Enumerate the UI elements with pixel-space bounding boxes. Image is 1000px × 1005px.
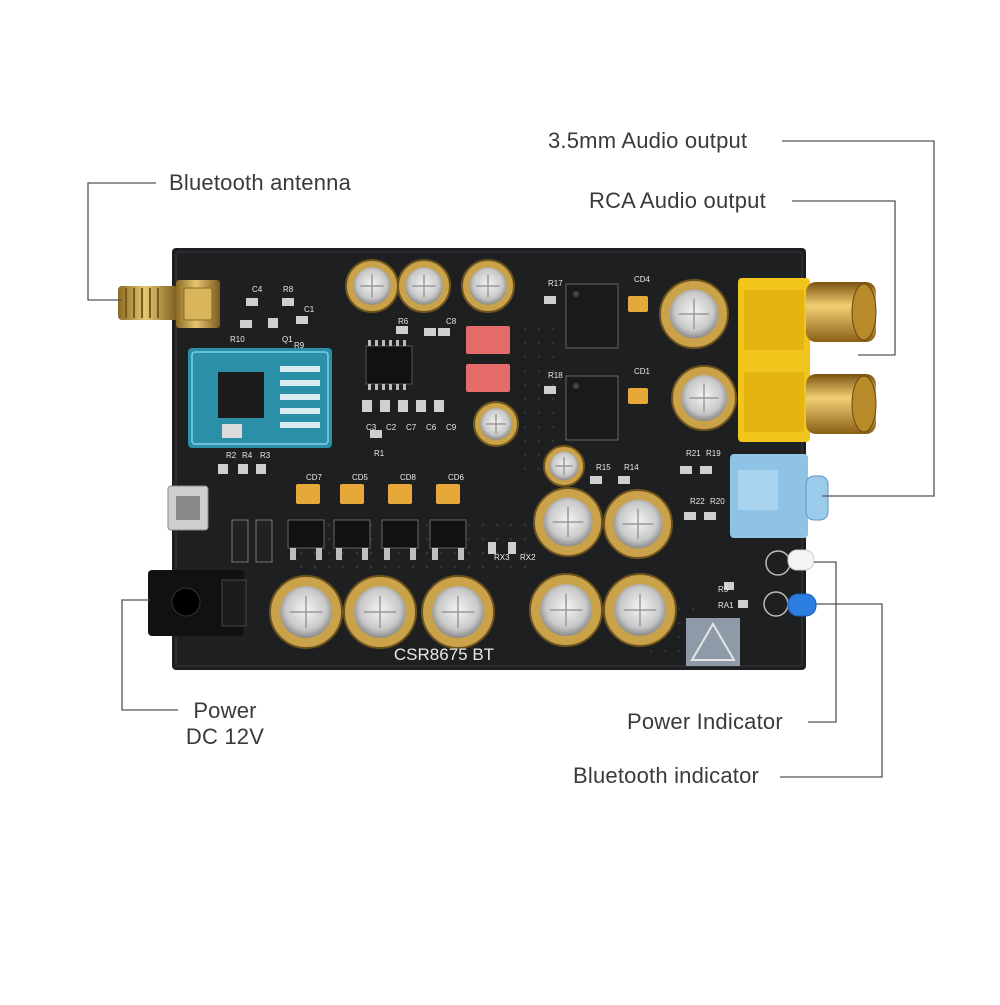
sma-antenna-connector <box>118 280 220 328</box>
silkscreen-label: C6 <box>426 423 437 432</box>
silkscreen-label: R4 <box>242 451 253 460</box>
dsp-chip <box>365 340 413 390</box>
callout-power-line2: DC 12V <box>185 724 265 749</box>
electrolytic-capacitor <box>473 401 519 447</box>
silkscreen-label: C4 <box>252 285 263 294</box>
callout-power-line1: Power <box>193 698 257 723</box>
electrolytic-capacitor <box>345 259 399 313</box>
silkscreen-label: R10 <box>230 335 245 344</box>
silkscreen-label: R19 <box>706 449 721 458</box>
silkscreen-label: C7 <box>406 423 417 432</box>
silkscreen-label: R3 <box>260 451 271 460</box>
silkscreen-label: CD6 <box>448 473 465 482</box>
silkscreen-label: CD8 <box>400 473 417 482</box>
film-capacitor <box>466 326 510 354</box>
bluetooth-led <box>763 591 817 617</box>
silkscreen-label: R1 <box>374 449 385 458</box>
film-capacitor <box>466 364 510 392</box>
callout-power: Power DC 12V <box>170 698 280 750</box>
silkscreen-label: R5 <box>718 585 729 594</box>
callout-bluetooth-antenna: Bluetooth antenna <box>169 170 351 195</box>
electrolytic-capacitor <box>659 279 729 349</box>
silkscreen-label: CD5 <box>352 473 369 482</box>
audio-jack-35mm <box>730 454 829 538</box>
silkscreen-label: C1 <box>304 305 315 314</box>
callout-power-indicator: Power Indicator <box>627 709 783 734</box>
opamp-chip <box>565 375 619 441</box>
rca-audio-connector <box>738 278 877 442</box>
silkscreen-label: CD1 <box>634 367 651 376</box>
silkscreen-label: R14 <box>624 463 639 472</box>
electrolytic-capacitor <box>603 489 673 559</box>
silkscreen-label: R8 <box>283 285 294 294</box>
silkscreen-label: C2 <box>386 423 397 432</box>
silkscreen-label: R17 <box>548 279 563 288</box>
silkscreen-label: R21 <box>686 449 701 458</box>
silkscreen-label: CD7 <box>306 473 323 482</box>
leader-lines <box>87 140 935 778</box>
silkscreen-label: CD4 <box>634 275 651 284</box>
silkscreen-label: R9 <box>294 341 305 350</box>
silkscreen-label: R6 <box>398 317 409 326</box>
micro-usb-port <box>167 485 209 531</box>
electrolytic-capacitor <box>421 575 495 649</box>
bluetooth-module <box>188 348 332 448</box>
power-led <box>765 549 815 576</box>
silkscreen-label: R18 <box>548 371 563 380</box>
silkscreen-label: C3 <box>366 423 377 432</box>
board-model-label: CSR8675 BT <box>394 645 494 664</box>
electrolytic-capacitor <box>529 573 603 647</box>
silkscreen-label: C9 <box>446 423 457 432</box>
silkscreen-label: R2 <box>226 451 237 460</box>
electrolytic-capacitor <box>343 575 417 649</box>
opamp-chip <box>565 283 619 349</box>
callout-bluetooth-indicator: Bluetooth indicator <box>573 763 760 788</box>
silkscreen-label: C8 <box>446 317 457 326</box>
callout-rca-audio-output: RCA Audio output <box>589 188 766 213</box>
silkscreen-label: R22 <box>690 497 705 506</box>
silkscreen-label: R15 <box>596 463 611 472</box>
silkscreen-label: R20 <box>710 497 725 506</box>
silkscreen-label: RX2 <box>520 553 536 562</box>
electrolytic-capacitor <box>269 575 343 649</box>
electrolytic-capacitor <box>397 259 451 313</box>
callout-35mm-audio-output: 3.5mm Audio output <box>548 128 748 153</box>
electrolytic-capacitor <box>533 487 603 557</box>
electrolytic-capacitor <box>461 259 515 313</box>
esd-warning-logo <box>686 618 740 666</box>
silkscreen-label: Q1 <box>282 335 293 344</box>
electrolytic-capacitor <box>603 573 677 647</box>
dc-power-jack <box>148 570 247 636</box>
electrolytic-capacitor <box>671 365 737 431</box>
silkscreen-label: RA1 <box>718 601 734 610</box>
silkscreen-label: RX3 <box>494 553 510 562</box>
electrolytic-capacitor <box>543 445 585 487</box>
